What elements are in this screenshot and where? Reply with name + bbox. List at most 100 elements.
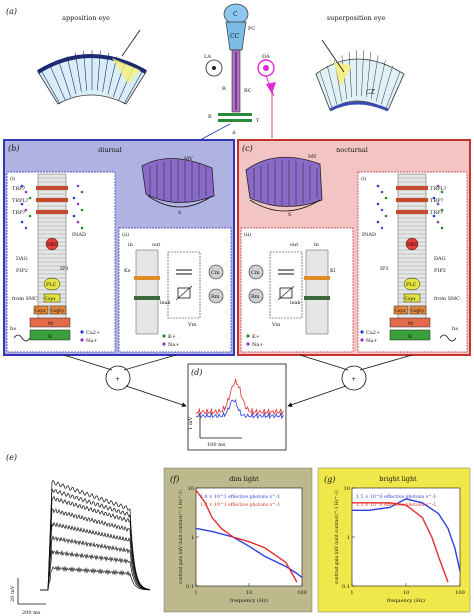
x-tick-label: 1: [350, 590, 353, 596]
y-tick-label: 10: [188, 486, 194, 492]
hv-label-c: hν: [452, 326, 458, 332]
sub-ii-label-b: (ii): [122, 231, 129, 238]
panel-a-label: (a): [6, 7, 17, 16]
series-line-1: [195, 527, 303, 578]
cornea-label: C: [233, 11, 238, 18]
x-tick-label: 10: [403, 590, 409, 596]
panel-g-label: (g): [324, 475, 335, 484]
kl-label-c: Kl: [330, 268, 336, 274]
pip2-label-c: PIP2: [434, 268, 446, 274]
dag-label-b: DAG: [16, 256, 28, 262]
mv-label-b: MV: [184, 156, 193, 162]
superposition-eye-diagram: CZ: [315, 39, 405, 112]
panel-f-label: (f): [170, 475, 179, 484]
ca-label-c: Ca2+: [366, 330, 380, 336]
inad-label-c: INAD: [362, 232, 376, 238]
x-axis-label: frequency (Hz): [230, 597, 268, 604]
y-axis-label: contrast gain (mV (unit contrast)^-1 Hz^…: [178, 490, 183, 584]
x-tick-label: 100: [297, 590, 307, 596]
panel-e-label: (e): [6, 453, 17, 462]
pip2-label-b: PIP2: [16, 268, 28, 274]
scale-d-t: 100 ms: [207, 442, 226, 448]
gq-label-b-1: Gqα: [45, 296, 56, 302]
s-label-b: S: [178, 210, 182, 216]
t-label: T: [256, 118, 260, 124]
trace-e-8: [40, 565, 150, 591]
superposition-eye-title: superposition eye: [327, 14, 386, 22]
trace-e-7: [40, 549, 150, 591]
panel-a: (a) apposition eye superposition eye CZ …: [6, 3, 405, 141]
trp-label-b-2: TRP?: [12, 210, 25, 216]
ca-label-b: Ca2+: [86, 330, 100, 336]
leak-label-c: leak: [290, 300, 302, 306]
y-tick-label: 0.1: [186, 584, 194, 590]
na-label-c: Na+: [366, 338, 378, 344]
panel-e: (e) 20 mV 200 ms: [6, 453, 151, 616]
out-label-b: out: [152, 242, 160, 248]
trace-e-5: [40, 521, 151, 591]
gq-label-b-2: Gqα: [35, 308, 46, 314]
plc-label-c: PLC: [406, 282, 417, 288]
scale-d-v: 1 mV: [188, 416, 194, 430]
crystalline-cone-label: CC: [230, 33, 240, 40]
trpl-label-c: TRPL?: [430, 186, 447, 192]
sub-i-label-c: (i): [361, 175, 367, 182]
in-label-b: in: [128, 242, 134, 248]
dim-light-title: dim light: [229, 475, 259, 483]
vm-label-c: Vm: [271, 322, 281, 328]
trp-label-b-1: TRP?: [12, 186, 25, 192]
trace-e-6: [40, 535, 150, 591]
bright-light-title: bright light: [379, 475, 417, 483]
ks-label-b: Ks: [124, 268, 131, 274]
panel-d: + + (d) 1 mV 100 ms: [63, 354, 413, 451]
scale-e-t: 200 ms: [22, 610, 41, 616]
sum-node-left: [105, 365, 131, 391]
m-label-c: M: [408, 321, 413, 327]
out-label-c: out: [290, 242, 298, 248]
blue-voltage-trace: [195, 398, 285, 420]
vm-label-b: Vm: [187, 322, 197, 328]
x-tick-label: 1: [194, 590, 197, 596]
circuit-panel-c: (ii) in out Kl leak Cm Rm Vm K+ Na+: [240, 227, 354, 353]
from-smc-label-c: from SMC: [434, 296, 460, 302]
y-tick-label: 1: [347, 535, 350, 541]
na-label-b: Na+: [86, 338, 98, 344]
voltage-traces-e: [40, 479, 151, 591]
microvilli-bundle-nocturnal: MV S: [245, 154, 323, 218]
pkc-label-b: PKC: [47, 242, 58, 248]
dag-label-c: DAG: [434, 256, 446, 262]
legend-entry-1: 1.8 × 10^1 effective photons s^-1: [200, 493, 280, 500]
r-label: R: [222, 86, 226, 92]
na2-label-c: Na+: [252, 342, 264, 348]
rc-label: RC: [244, 88, 252, 94]
cm-label-b: Cm: [211, 270, 220, 276]
b-label: B: [208, 114, 212, 120]
s-label-c: S: [288, 212, 292, 218]
panel-b: (b) diurnal MV S (i) TRP? TRPL? TRP? PKC…: [3, 139, 235, 356]
x-tick-label: 100: [455, 590, 465, 596]
plc-label-b: PLC: [46, 282, 57, 288]
r-label-b: R: [48, 334, 52, 340]
sum-node-right: [341, 365, 367, 391]
ommatidium-diagram: C CC PC LA DA R RC B T A: [199, 3, 276, 141]
plus-right: +: [351, 376, 356, 383]
y-tick-label: 0.1: [342, 584, 350, 590]
x-axis-label: frequency (Hz): [387, 597, 425, 604]
mv-label-c: MV: [308, 154, 317, 160]
gq-label-c-1: Gqα: [405, 296, 416, 302]
ip3-label-b: IP3: [60, 266, 69, 272]
y-tick-label: 1: [191, 535, 194, 541]
from-smc-label-b: from SMC: [12, 296, 38, 302]
legend-entry-2: 1.4 × 10^1 effective photons s^-1: [200, 501, 280, 508]
sub-ii-label-c: (ii): [244, 231, 251, 238]
clear-zone-label: CZ: [366, 89, 376, 96]
cm-label-c: Cm: [251, 270, 260, 276]
apposition-eye-diagram: [36, 29, 147, 105]
series-line-2: [195, 489, 298, 583]
inad-label-b: INAD: [72, 232, 86, 238]
panel-b-label: (b): [8, 144, 19, 153]
ip3-label-c: IP3: [380, 266, 389, 272]
